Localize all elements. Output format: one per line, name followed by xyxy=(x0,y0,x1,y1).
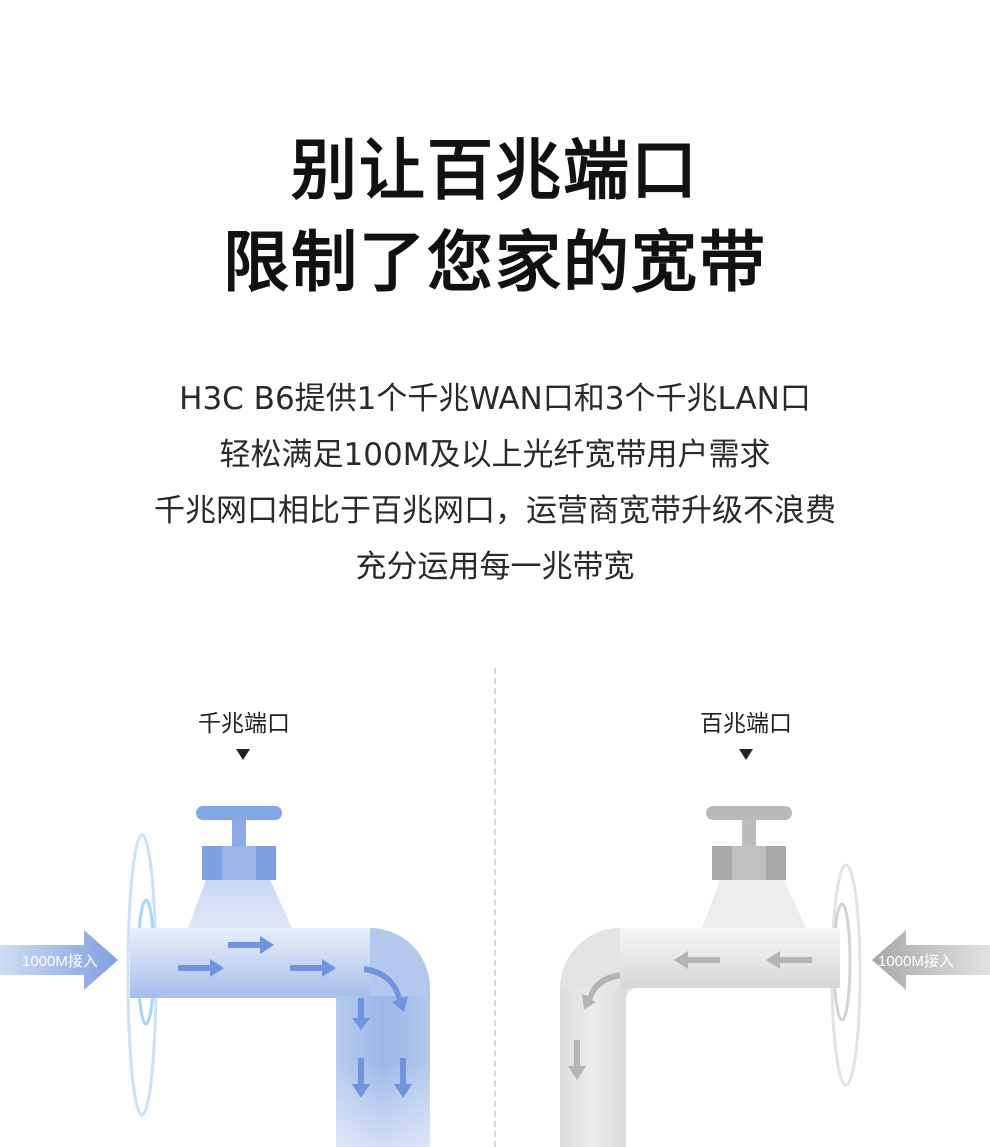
flow-arrow-icon xyxy=(228,936,274,954)
headline-line-2: 限制了您家的宽带 xyxy=(223,224,767,301)
gigabit-pipe-elbow xyxy=(352,928,430,1010)
gigabit-flow-arrows xyxy=(178,936,412,1098)
gigabit-faucet-neck xyxy=(188,880,292,928)
flow-arrow-icon xyxy=(766,951,812,969)
flow-arrow-icon xyxy=(568,1040,586,1080)
fast-faucet-neck xyxy=(702,880,806,928)
flow-arrow-icon xyxy=(290,959,336,977)
gigabit-pointer-icon xyxy=(236,749,250,760)
fast-flow-arrows xyxy=(568,951,812,1080)
flow-arrow-icon xyxy=(394,1058,412,1098)
gigabit-valve-handle xyxy=(196,806,282,820)
comparison-divider xyxy=(494,668,496,1147)
fast-input-arrow xyxy=(872,930,990,990)
description-line-1: H3C B6提供1个千兆WAN口和3个千兆LAN口 xyxy=(179,381,811,417)
headline-line-1: 别让百兆端口 xyxy=(291,132,699,209)
fast-pointer-icon xyxy=(739,749,753,760)
gigabit-faucet: 1000M接入 xyxy=(0,806,430,1147)
description-line-2: 轻松满足100M及以上光纤宽带用户需求 xyxy=(219,437,771,473)
flow-arrow-icon xyxy=(582,972,620,1010)
gigabit-input-label: 1000M接入 xyxy=(22,953,98,970)
fast-valve-handle xyxy=(706,806,792,820)
gigabit-input-arrow xyxy=(0,930,118,990)
gigabit-port-label: 千兆端口 xyxy=(198,711,290,737)
fast-input-label: 1000M接入 xyxy=(878,953,954,970)
flow-arrow-icon xyxy=(674,951,720,969)
flow-arrow-icon xyxy=(352,1058,370,1098)
faucet-comparison-illustration: 1000M接入 1000M接入 xyxy=(0,806,990,1147)
flow-arrow-icon xyxy=(352,998,370,1030)
flow-arrow-icon xyxy=(178,959,224,977)
fast-faucet: 1000M接入 xyxy=(560,806,990,1147)
flow-arrow-icon xyxy=(364,966,408,1012)
description-line-3: 千兆网口相比于百兆网口，运营商宽带升级不浪费 xyxy=(154,493,836,529)
fast-port-label: 百兆端口 xyxy=(700,711,792,737)
gigabit-pipe-horizontal xyxy=(130,928,370,998)
description-line-4: 充分运用每一兆带宽 xyxy=(355,549,635,585)
